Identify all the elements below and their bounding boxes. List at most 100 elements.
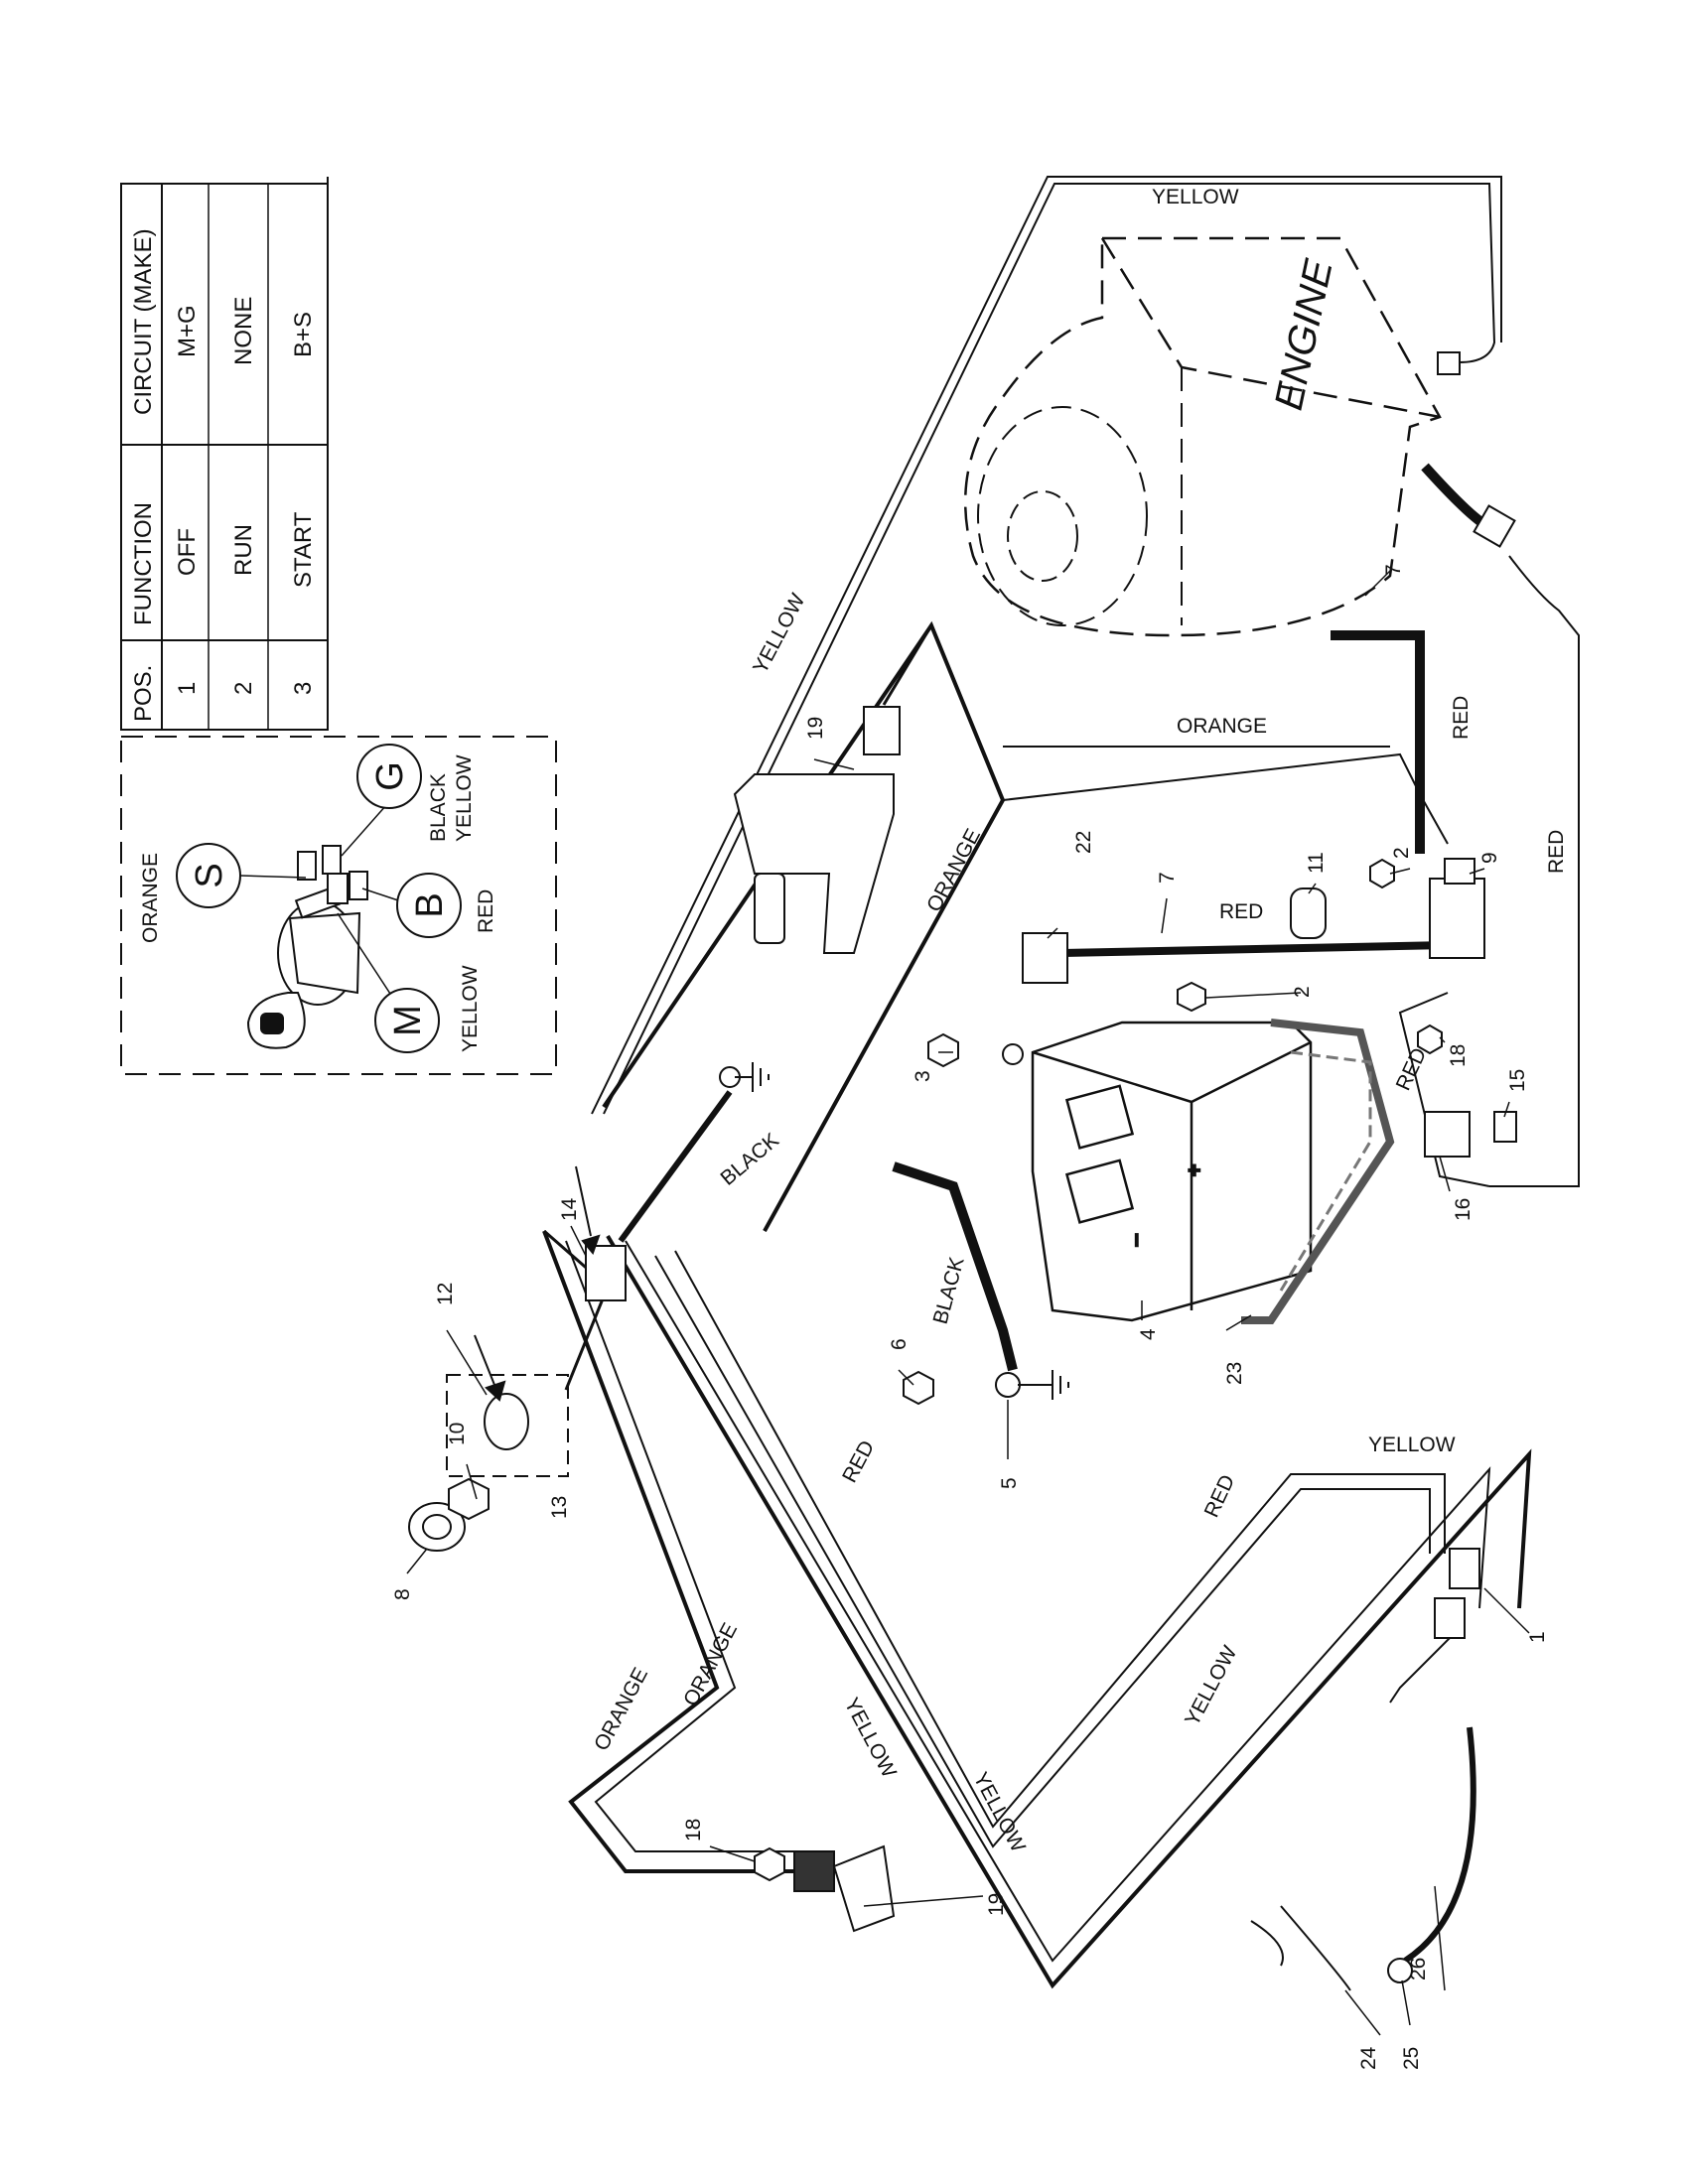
part-18b: 18 xyxy=(682,1819,705,1842)
connector-1 xyxy=(1449,1548,1480,1589)
table-header-pos: POS. xyxy=(130,665,157,722)
bolt-18-top xyxy=(1417,1024,1443,1055)
table-row3-function: START xyxy=(290,511,317,588)
part-24: 24 xyxy=(1357,2046,1380,2070)
terminal-m-label: M xyxy=(387,1005,429,1036)
wire-label-red-engine: RED xyxy=(1450,696,1473,740)
part-19a: 19 xyxy=(804,717,827,740)
ignition-switch-detail: S G B M ORANGE BLACK YELLOW RED YELLOW xyxy=(120,736,557,1075)
part-11: 11 xyxy=(1305,852,1328,874)
leader-lines xyxy=(406,570,1530,2036)
part-6: 6 xyxy=(888,1338,911,1350)
wire-label-orange-right: ORANGE xyxy=(922,825,985,915)
terminal-s-label: S xyxy=(189,863,230,887)
terminal-b-label: B xyxy=(409,892,451,917)
bolt-6 xyxy=(903,1370,934,1406)
part-18a: 18 xyxy=(1447,1044,1470,1067)
wire-label-yellow-a: YELLOW xyxy=(840,1695,901,1782)
table-row1-pos: 1 xyxy=(174,682,201,695)
wire-26 xyxy=(1403,1726,1476,1964)
connector-19-lower xyxy=(793,1850,835,1892)
wire-label-black-battery: BLACK xyxy=(929,1255,969,1326)
part-8: 8 xyxy=(391,1588,414,1600)
switch-wire-black: BLACK xyxy=(427,773,450,842)
part-2a: 2 xyxy=(1390,847,1413,859)
part-2b: 2 xyxy=(1291,986,1314,998)
battery-plus: + xyxy=(1184,1164,1206,1176)
wire-label-orange-mid: ORANGE xyxy=(1177,715,1267,738)
switch-wire-yellow-g: YELLOW xyxy=(453,754,476,842)
connector-14 xyxy=(585,1245,627,1301)
table-row2-circuit: NONE xyxy=(230,297,257,365)
table-row2-function: RUN xyxy=(230,524,257,576)
terminal-b-badge xyxy=(396,873,462,938)
part-26: 26 xyxy=(1407,1958,1430,1980)
fuse-15 xyxy=(1493,1111,1517,1143)
switch-wire-red: RED xyxy=(475,889,497,933)
terminal-g-badge xyxy=(356,744,422,809)
switch-function-table: POS. FUNCTION CIRCUIT (MAKE) 1 OFF M+G 2… xyxy=(120,177,329,731)
table-row3-pos: 3 xyxy=(290,682,317,695)
pointer-arrows xyxy=(474,1165,601,1402)
ring-terminal-5 xyxy=(995,1372,1021,1398)
table-header-circuit: CIRCUIT (MAKE) xyxy=(130,228,157,415)
components xyxy=(408,706,1517,1991)
wire-label-red-side: RED xyxy=(1545,830,1568,874)
ring-terminal-top xyxy=(1002,1043,1024,1065)
wire-label-yellow-right: YELLOW xyxy=(1368,1433,1456,1456)
wire-label-yellow-top: YELLOW xyxy=(1152,186,1239,208)
nut-upper xyxy=(1369,858,1395,889)
part-1: 1 xyxy=(1526,1631,1549,1643)
nut-10 xyxy=(448,1477,490,1521)
part-14: 14 xyxy=(558,1197,581,1221)
part-25: 25 xyxy=(1400,2047,1423,2070)
part-16: 16 xyxy=(1452,1198,1474,1221)
part-23: 23 xyxy=(1223,1362,1246,1385)
part-4: 4 xyxy=(1137,1328,1160,1340)
wire-label-yellow-b: YELLOW xyxy=(969,1769,1030,1856)
part-22: 22 xyxy=(1072,831,1095,854)
table-header-function: FUNCTION xyxy=(130,502,157,625)
key-switch-box xyxy=(446,1374,569,1477)
bolt-18-lower xyxy=(754,1846,785,1882)
part-9: 9 xyxy=(1478,852,1501,864)
clip-25 xyxy=(1387,1958,1413,1983)
terminal-m-badge xyxy=(374,988,440,1053)
part-3: 3 xyxy=(912,1070,934,1082)
part-10: 10 xyxy=(446,1423,469,1445)
table-row3-circuit: B+S xyxy=(290,312,317,357)
engine: ENGINE xyxy=(963,236,1442,637)
wire-label-red-long: RED xyxy=(1200,1471,1240,1521)
part-7b: 7 xyxy=(1156,872,1179,884)
part-5: 5 xyxy=(998,1477,1021,1489)
table-row1-circuit: M+G xyxy=(174,305,201,357)
part-13: 13 xyxy=(548,1496,571,1519)
connector-19-upper xyxy=(863,706,901,755)
solenoid-relay xyxy=(1429,878,1485,959)
terminal-s-badge xyxy=(176,843,241,908)
part-7a: 7 xyxy=(1382,564,1405,576)
terminal-cap xyxy=(1290,887,1327,939)
cable-boot xyxy=(1022,932,1068,984)
fuse-holder-16 xyxy=(1424,1111,1471,1158)
wire-label-orange-a: ORANGE xyxy=(590,1664,652,1754)
wire-label-yellow-diag: YELLOW xyxy=(749,590,809,677)
battery-minus: – xyxy=(1124,1234,1147,1246)
bolt-3 xyxy=(927,1032,959,1068)
part-numbers: 7 1 2 2 3 4 5 6 7 8 9 10 11 12 13 14 15 … xyxy=(391,564,1549,2070)
table-row2-pos: 2 xyxy=(230,682,257,695)
wire-label-red-bottom: RED xyxy=(838,1436,879,1486)
part-15: 15 xyxy=(1506,1069,1529,1092)
wire-label-red-lower: RED xyxy=(1392,1044,1432,1094)
part-19b: 19 xyxy=(985,1893,1008,1916)
switch-wire-yellow-m: YELLOW xyxy=(459,965,482,1052)
wire-label-red-cable: RED xyxy=(1219,900,1263,923)
wire-label-orange-b: ORANGE xyxy=(679,1619,742,1709)
switch-wire-orange: ORANGE xyxy=(139,853,162,943)
wire-label-black-ground: BLACK xyxy=(716,1129,783,1190)
wire-24 xyxy=(1250,1905,1351,1991)
battery: + – xyxy=(1031,1019,1395,1324)
part-12: 12 xyxy=(434,1283,457,1305)
table-row1-function: OFF xyxy=(174,528,201,576)
